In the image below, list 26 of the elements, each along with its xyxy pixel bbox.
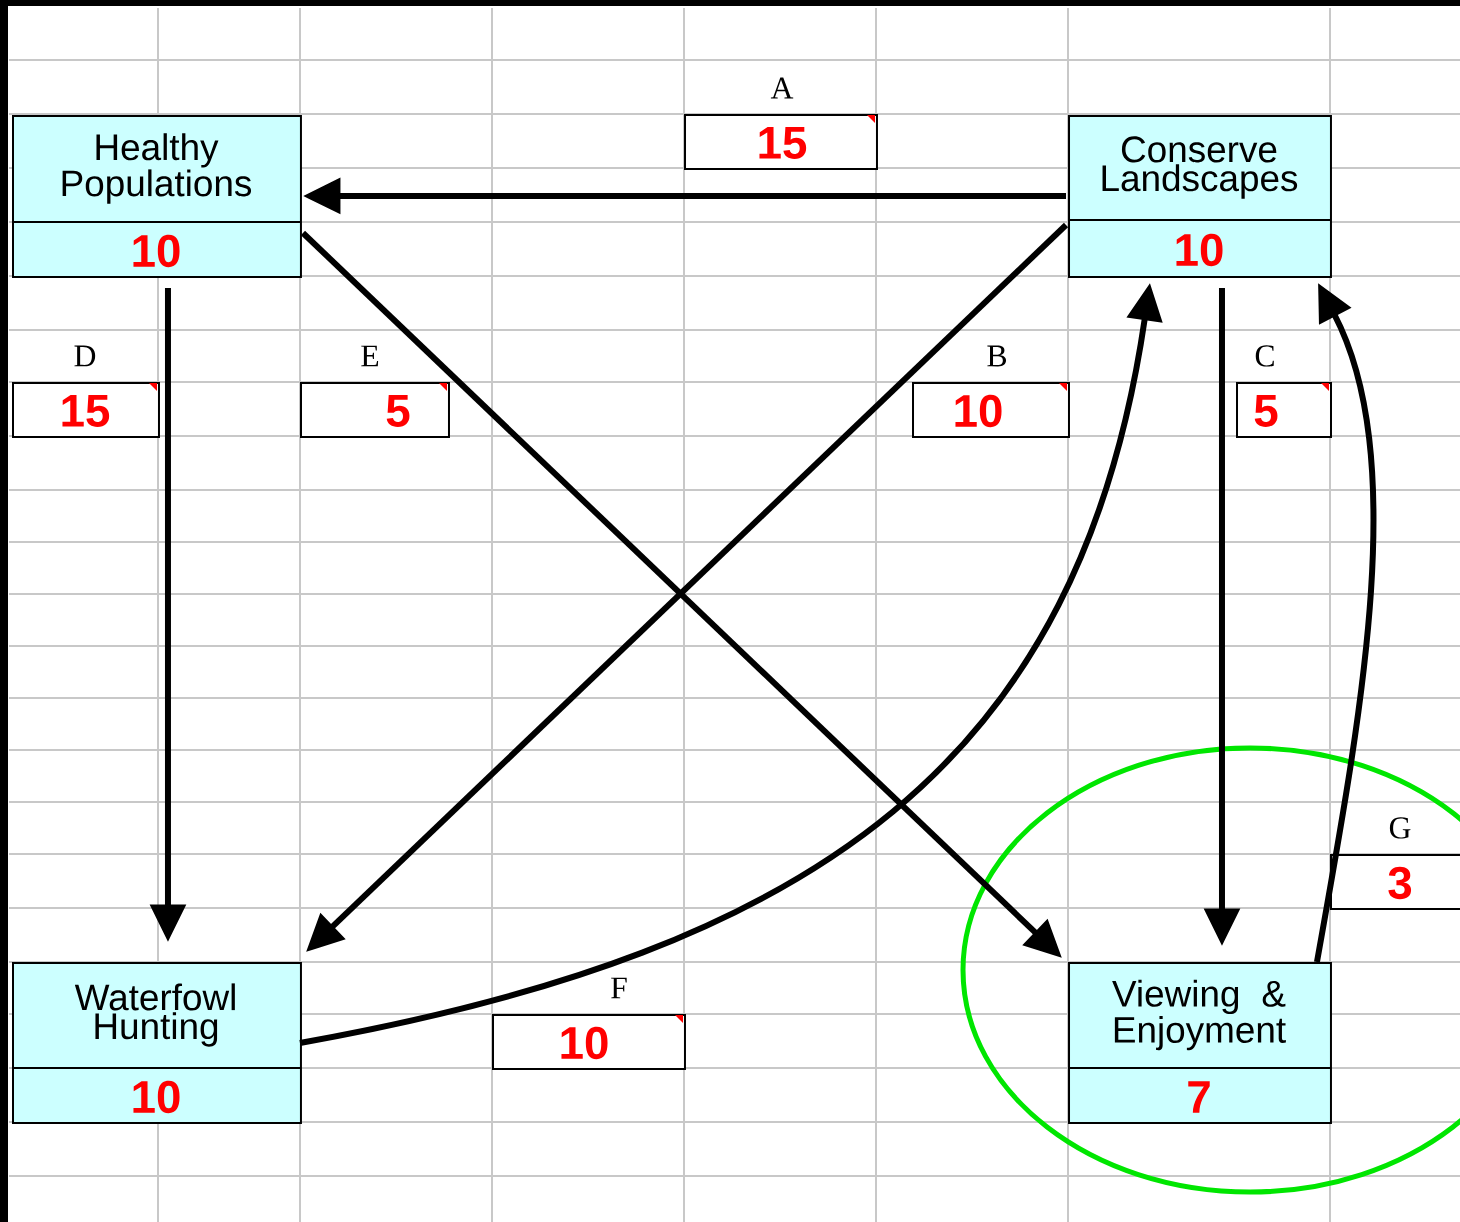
cell-letter: E	[361, 345, 379, 367]
box-heading: Waterfowl Hunting	[74, 983, 235, 1047]
score-value: 10	[561, 1026, 608, 1060]
process-box	[1067, 115, 1332, 278]
cell-letter: A	[770, 77, 794, 99]
process-box	[11, 115, 302, 278]
cell-letter: G	[1389, 817, 1411, 839]
score-value: 15	[62, 395, 110, 427]
box-heading: Conserve Landscapes	[1102, 136, 1298, 199]
cell-letter: B	[987, 345, 1007, 367]
score-value: 10	[1176, 233, 1223, 267]
score-value: 5	[386, 395, 410, 427]
score-value: 10	[133, 234, 180, 268]
score-value: 15	[759, 127, 807, 159]
box-heading: Viewing & Enjoyment	[1112, 979, 1286, 1051]
cell-letter: C	[1255, 345, 1274, 367]
process-box	[11, 962, 302, 1124]
process-box	[1067, 962, 1332, 1124]
cell-letter: D	[74, 345, 96, 367]
score-value: 3	[1388, 866, 1412, 900]
cell-letter: F	[611, 977, 627, 999]
score-value: 5	[1254, 395, 1278, 427]
score-value: 7	[1188, 1081, 1210, 1113]
score-value: 10	[955, 394, 1002, 428]
score-value: 10	[133, 1080, 180, 1114]
box-heading: Healthy Populations	[62, 133, 252, 204]
